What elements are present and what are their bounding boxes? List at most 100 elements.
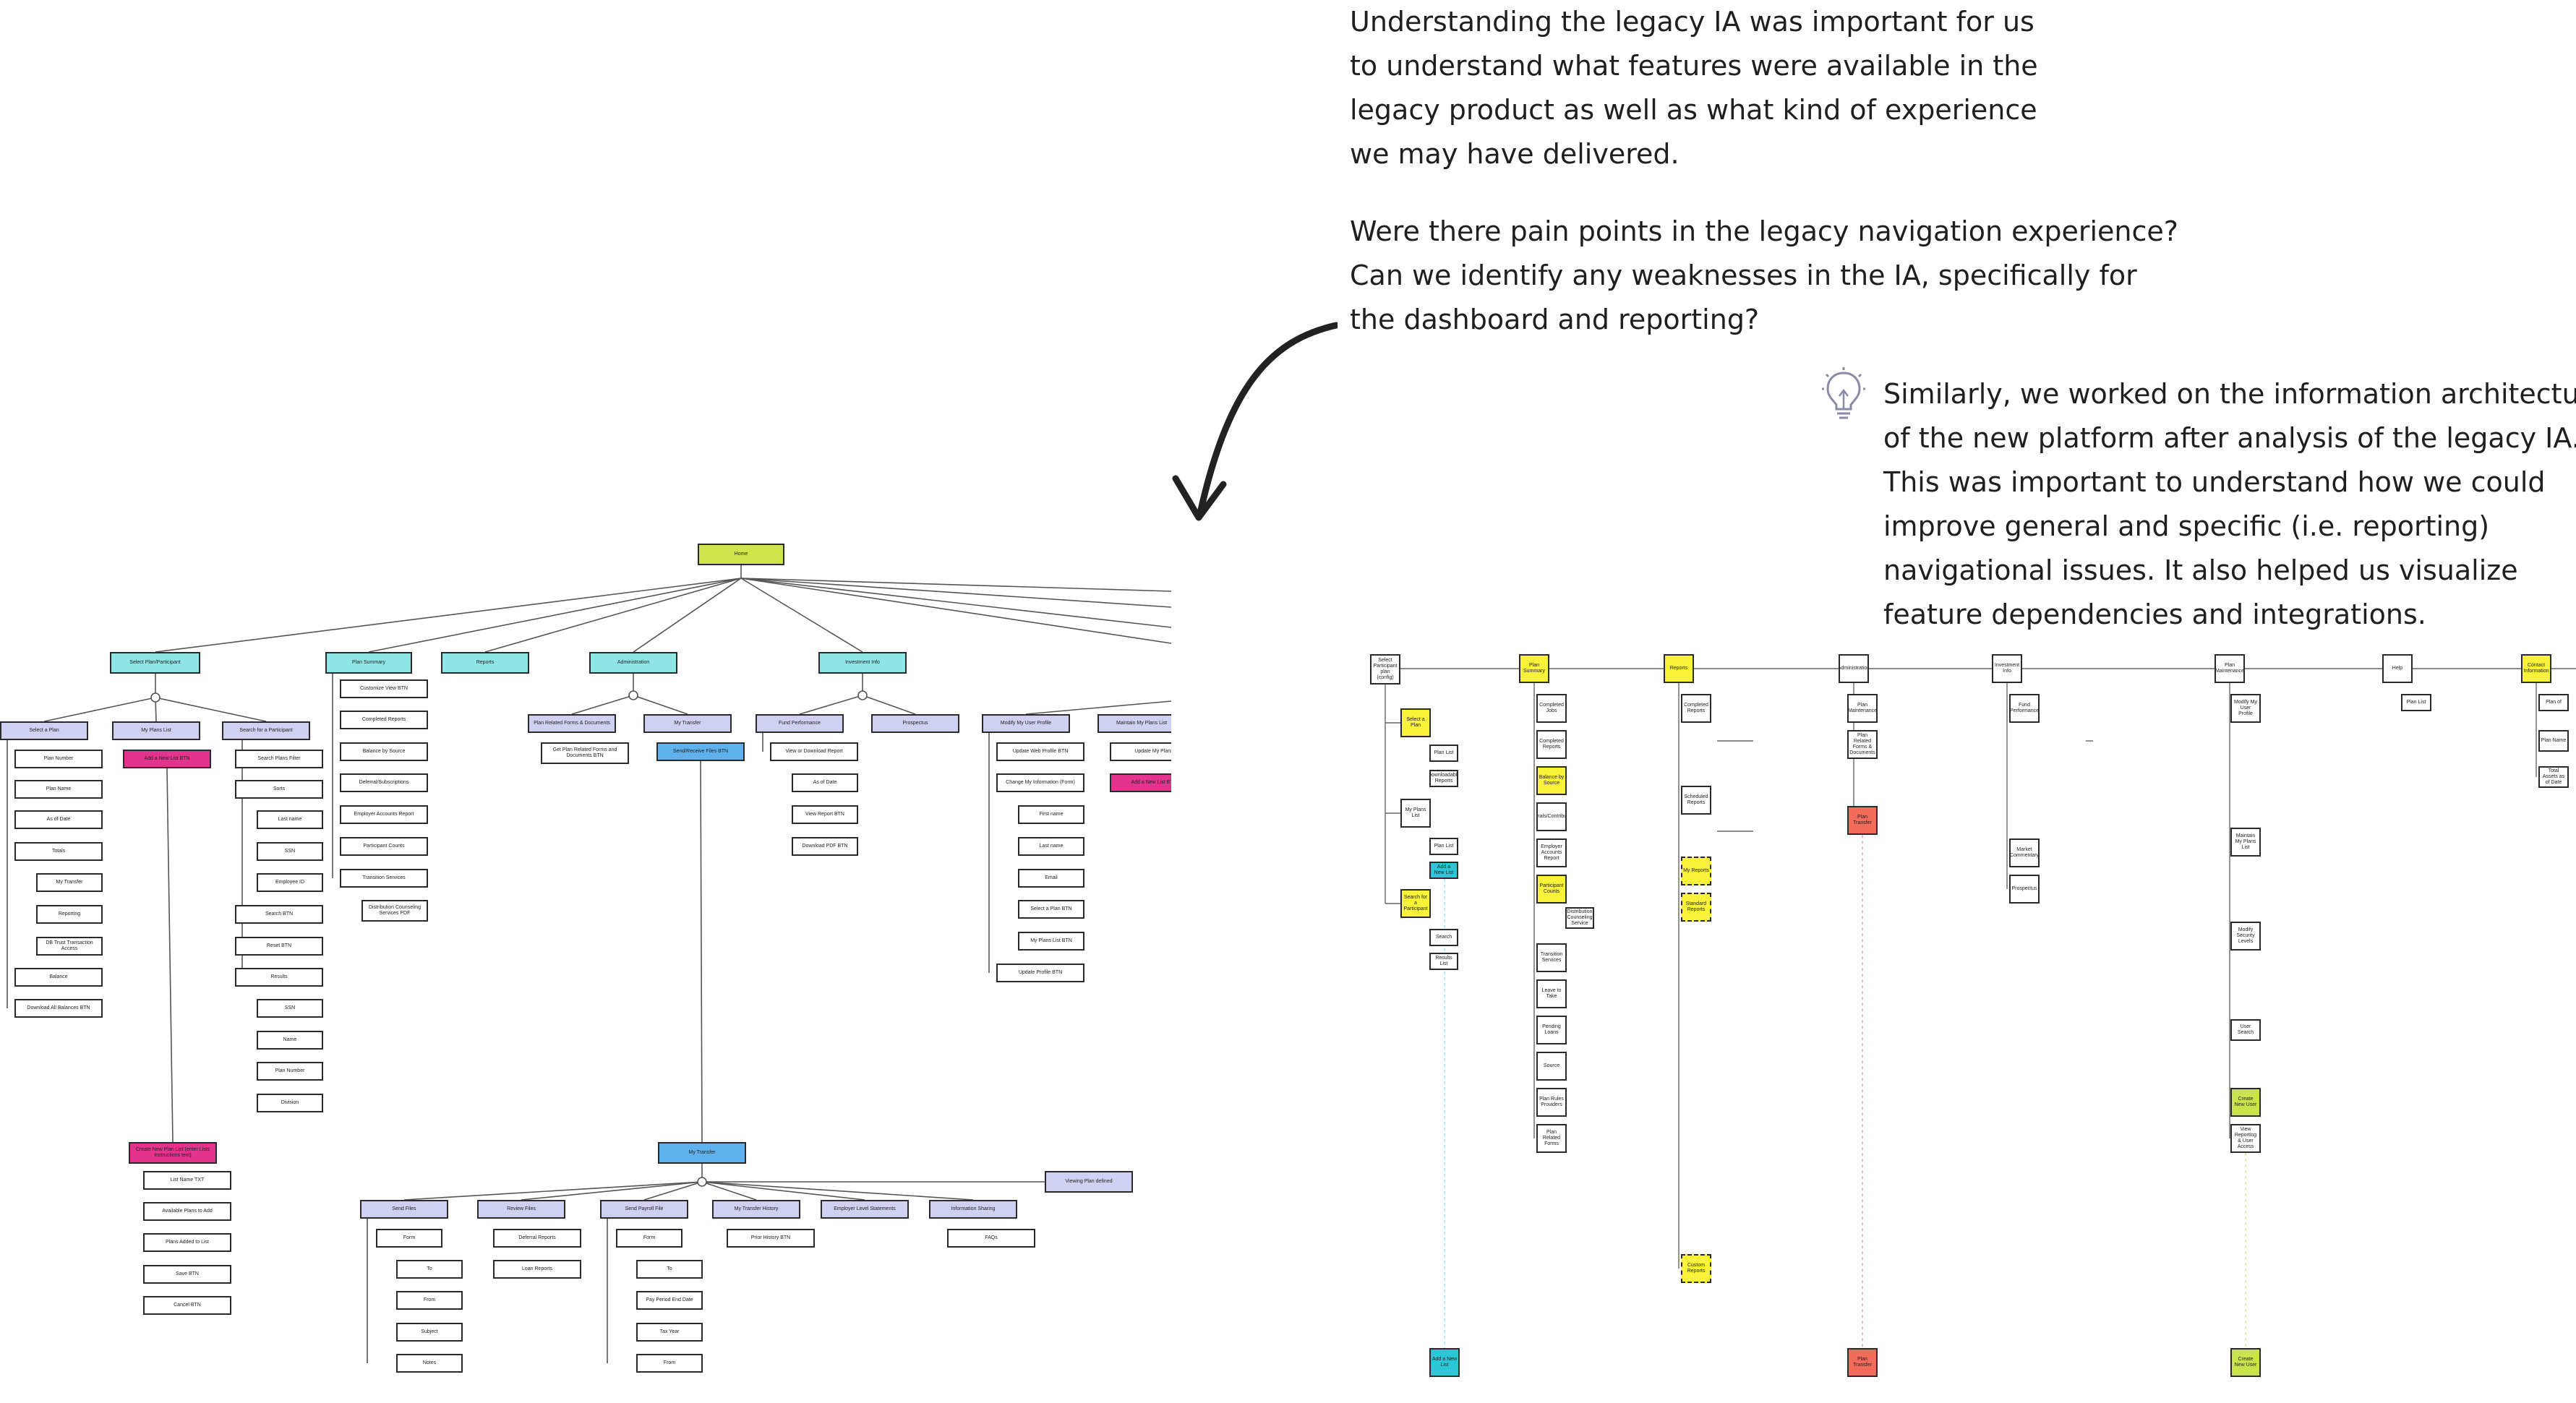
legacy-ia-node: My Plans List xyxy=(112,721,200,740)
new-ia-node: View Reporting & User Access xyxy=(2230,1124,2261,1153)
new-ia-node: Completed Reports xyxy=(1536,730,1567,759)
legacy-ia-node: Last name xyxy=(1018,837,1084,856)
new-ia-node: Plan List xyxy=(1429,838,1458,855)
legacy-ia-node: My Transfer xyxy=(658,1142,746,1164)
legacy-ia-node: Plan Number xyxy=(257,1062,323,1081)
new-ia-node: Search xyxy=(1429,929,1458,946)
curved-arrow-icon xyxy=(1172,322,1338,521)
new-ia-node: Plan Transfer xyxy=(1847,1348,1878,1377)
new-ia-diagram: Select Participant plan (config)Plan Sum… xyxy=(1370,654,2576,1403)
legacy-ia-node: Employer Level Statements xyxy=(821,1200,909,1219)
new-ia-node: Plan Rules Providers xyxy=(1536,1088,1567,1117)
new-ia-connectors xyxy=(1385,668,2576,1348)
text-line: of the new platform after analysis of th… xyxy=(1883,422,2576,454)
legacy-ia-node: Reset BTN xyxy=(235,937,323,956)
text-line: improve general and specific (i.e. repor… xyxy=(1883,510,2490,542)
new-ia-node: Scheduled Reports xyxy=(1681,786,1711,815)
new-ia-node: Prospectus xyxy=(2009,875,2040,904)
text-line: Were there pain points in the legacy nav… xyxy=(1350,215,2178,247)
legacy-ia-node: As of Date xyxy=(792,773,858,792)
new-ia-node: Participant Counts xyxy=(1536,875,1567,904)
new-ia-node: Employer Accounts Report xyxy=(1536,838,1567,867)
legacy-ia-node: Available Plans to Add xyxy=(143,1202,231,1221)
legacy-ia-node: My Transfer History xyxy=(712,1200,800,1219)
legacy-ia-node: Fund Performance xyxy=(756,714,844,733)
new-ia-node: Completed Jobs xyxy=(1536,694,1567,723)
legacy-ia-node: Add a New List BTN xyxy=(1110,773,1171,792)
legacy-ia-node: Maintain My Plans List xyxy=(1097,714,1171,733)
new-ia-node: Balance by Source xyxy=(1536,766,1567,795)
legacy-ia-node: Balance by Source xyxy=(340,742,428,761)
text-line: Similarly, we worked on the information … xyxy=(1883,378,2576,410)
legacy-ia-node: Employer Accounts Report xyxy=(340,805,428,824)
text-line: This was important to understand how we … xyxy=(1883,466,2546,498)
legacy-ia-node: FAQs xyxy=(947,1229,1035,1248)
text-line: we may have delivered. xyxy=(1350,138,1679,170)
text-line: to understand what features were availab… xyxy=(1350,50,2038,82)
legacy-ia-node: Customize View BTN xyxy=(340,679,428,698)
legacy-ia-node: Save BTN xyxy=(143,1265,231,1284)
legacy-ia-node: Review Files xyxy=(477,1200,565,1219)
new-ia-node: Standard Reports xyxy=(1681,893,1711,922)
legacy-ia-node: Prior History BTN xyxy=(727,1229,815,1248)
new-ia-node: Plan Maintenance xyxy=(1847,694,1878,723)
legacy-ia-node: Get Plan Related Forms and Documents BTN xyxy=(541,742,629,764)
legacy-ia-node: Participant Counts xyxy=(340,837,428,856)
legacy-ia-node: Plans Added to List xyxy=(143,1233,231,1252)
legacy-ia-node: Add a New List BTN xyxy=(123,750,211,768)
legacy-ia-node: Send Payroll File xyxy=(600,1200,688,1219)
legacy-ia-node: Reports xyxy=(441,652,529,674)
legacy-ia-node: Totals xyxy=(14,842,103,861)
legacy-ia-paragraph: Understanding the legacy IA was importan… xyxy=(1350,0,2038,176)
legacy-ia-node: Prospectus xyxy=(871,714,959,733)
legacy-ia-node: Reporting xyxy=(36,905,103,924)
new-ia-node: Results List xyxy=(1429,953,1458,970)
new-ia-node: Select Participant plan (config) xyxy=(1370,654,1400,685)
new-ia-node: User Search xyxy=(2230,1019,2261,1041)
legacy-ia-node: SSN xyxy=(257,842,323,861)
new-ia-node: Source xyxy=(1536,1052,1567,1081)
new-ia-node: Distribution Counseling Service xyxy=(1565,907,1594,929)
new-ia-node: Pending Loans xyxy=(1536,1016,1567,1044)
legacy-ia-node: Update My Plans xyxy=(1110,742,1171,761)
text-line: Understanding the legacy IA was importan… xyxy=(1350,6,2034,38)
legacy-ia-node: Balance xyxy=(14,968,103,987)
text-line: the dashboard and reporting? xyxy=(1350,304,1760,335)
new-ia-node: Leave to Take xyxy=(1536,979,1567,1008)
new-ia-node: Investment Info xyxy=(1992,654,2022,683)
legacy-ia-node: Form xyxy=(616,1229,682,1248)
text-line: legacy product as well as what kind of e… xyxy=(1350,94,2037,126)
legacy-ia-node: Transition Services xyxy=(340,869,428,888)
legacy-ia-node: Search Plans Filter xyxy=(235,750,323,768)
pain-points-paragraph: Were there pain points in the legacy nav… xyxy=(1350,210,2178,342)
legacy-ia-node: DB Trust Transaction Access xyxy=(36,937,103,956)
new-ia-node: Administration xyxy=(1839,654,1869,683)
new-ia-node: Create New User xyxy=(2230,1088,2261,1117)
new-ia-node: Search for a Participant xyxy=(1400,889,1431,918)
legacy-ia-node: Administration xyxy=(589,652,677,674)
legacy-ia-node: My Transfer xyxy=(36,873,103,892)
legacy-ia-node: Tax Year xyxy=(636,1323,703,1342)
legacy-ia-node: Name xyxy=(257,1031,323,1050)
legacy-ia-node: Pay Period End Date xyxy=(636,1291,703,1310)
legacy-ia-node: Last name xyxy=(257,810,323,829)
new-ia-node: Plan of xyxy=(2538,694,2569,711)
legacy-ia-node: Select a Plan xyxy=(0,721,88,740)
legacy-ia-node: Viewing Plan defined xyxy=(1045,1171,1133,1193)
legacy-ia-node: Select a Plan BTN xyxy=(1018,900,1084,919)
legacy-ia-node: Form xyxy=(376,1229,442,1248)
new-ia-paragraph: Similarly, we worked on the information … xyxy=(1883,372,2576,637)
legacy-ia-node: View Report BTN xyxy=(792,805,858,824)
text-line: Can we identify any weaknesses in the IA… xyxy=(1350,259,2137,291)
new-ia-node: Help xyxy=(2382,654,2413,683)
legacy-ia-node: Send Files xyxy=(360,1200,448,1219)
legacy-ia-node: Select Plan/Participant xyxy=(110,652,200,674)
legacy-ia-node: From xyxy=(636,1354,703,1373)
new-ia-node: My Plans List xyxy=(1400,799,1431,828)
text-line: navigational issues. It also helped us v… xyxy=(1883,554,2518,586)
legacy-ia-node: SSN xyxy=(257,999,323,1018)
legacy-ia-node: Home xyxy=(698,544,784,565)
legacy-ia-node: Search BTN xyxy=(235,905,323,924)
legacy-ia-node: Update Web Profile BTN xyxy=(996,742,1084,761)
